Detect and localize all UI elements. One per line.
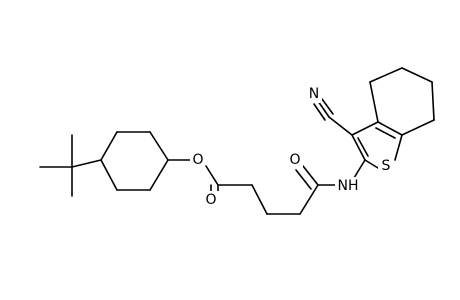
bond (364, 159, 379, 169)
bond (351, 121, 379, 136)
bond (353, 159, 366, 179)
bond (328, 116, 353, 136)
nitrile-group (313, 98, 353, 136)
bond (369, 67, 403, 83)
bond (357, 137, 369, 157)
bond (251, 184, 268, 215)
bond (317, 100, 330, 118)
bond (205, 165, 219, 186)
label-mask (204, 191, 219, 209)
bond (351, 134, 366, 161)
bond (375, 127, 396, 139)
bond (295, 169, 312, 190)
bond (401, 119, 435, 136)
bond (394, 134, 403, 161)
bond (377, 121, 403, 136)
bond (302, 165, 319, 186)
thiophene-sulfur-label: S (382, 158, 391, 174)
label-mask (335, 177, 361, 195)
bond (321, 98, 334, 115)
bond (100, 159, 118, 191)
label-mask (306, 85, 322, 103)
fused-cyclohexane-ring (369, 67, 435, 136)
amide-group (295, 159, 366, 190)
bond (299, 184, 319, 215)
thiophene-ring (351, 121, 403, 169)
nitrile-nitrogen-label: N (309, 86, 319, 102)
bond (149, 159, 169, 191)
amide-carbonyl-oxygen-label: O (289, 152, 300, 168)
atom-labels: O O O NH S N (190, 85, 394, 209)
cyclohexyl-ring (100, 131, 169, 191)
label-mask (190, 151, 205, 169)
bond (369, 81, 379, 123)
ester-group (167, 159, 253, 195)
amide-nitrogen-label: NH (338, 178, 359, 194)
bond (401, 67, 433, 83)
bond (149, 131, 169, 161)
ester-oxygen-label: O (192, 152, 203, 168)
bond (100, 131, 118, 161)
tert-butyl-group (39, 134, 102, 197)
ester-carbonyl-oxygen-label: O (205, 192, 216, 208)
label-mask (288, 151, 303, 169)
alkyl-chain (251, 184, 319, 215)
bond (431, 81, 435, 121)
label-mask (378, 157, 394, 175)
bond (313, 103, 326, 121)
bond (71, 159, 102, 168)
